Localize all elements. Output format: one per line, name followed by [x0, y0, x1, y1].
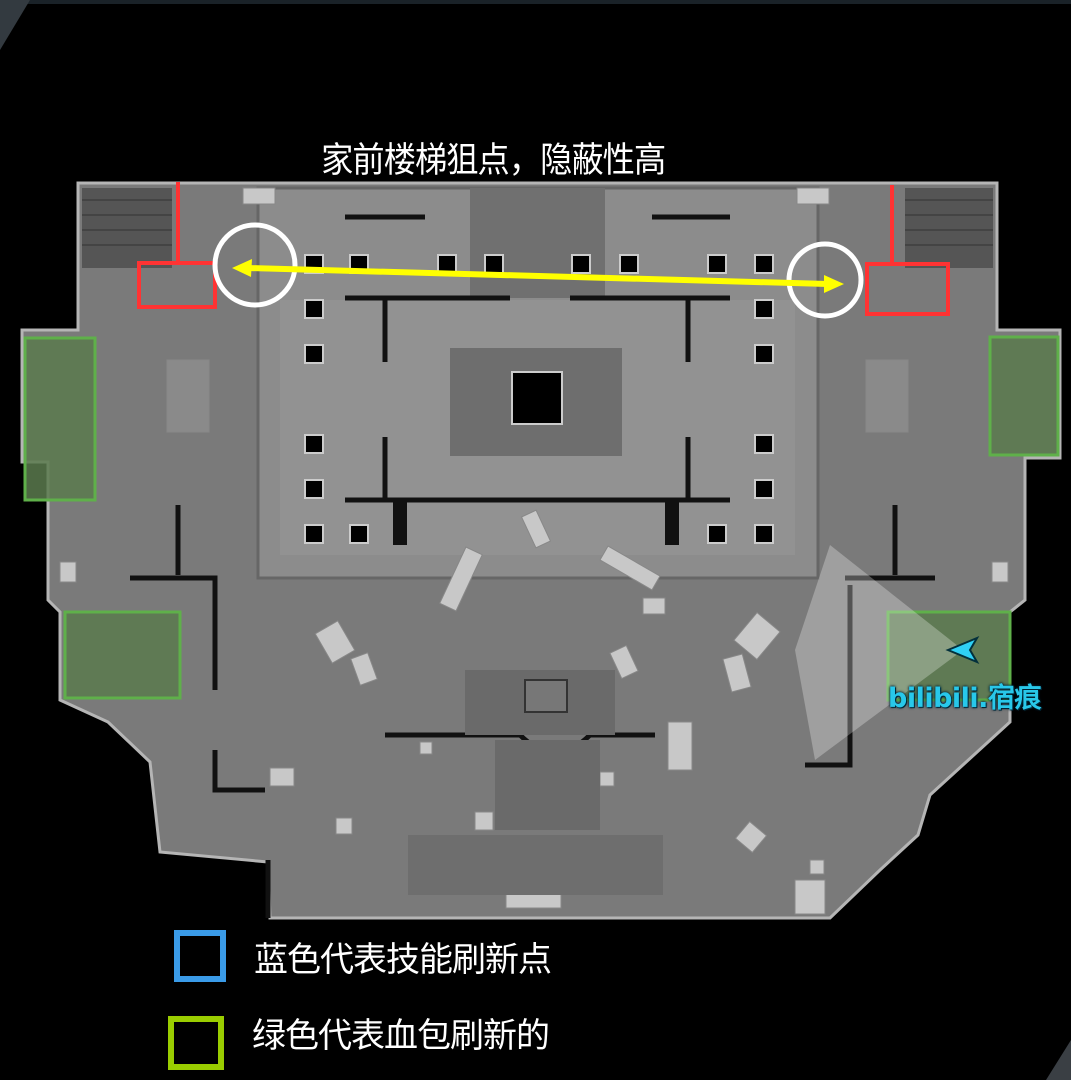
stairs-left: [82, 188, 172, 268]
sniper-spot-annotations: [137, 182, 950, 316]
pillars: [304, 254, 774, 544]
legend-item-health: 绿色代表血包刷新的: [168, 994, 550, 1070]
legend-label: 蓝色代表技能刷新点: [254, 939, 552, 980]
player-name-label: bilibili.宿痕: [888, 683, 1041, 714]
top-hud-strip: [0, 0, 1071, 4]
south-building: [495, 740, 600, 830]
stairs-right: [905, 188, 993, 268]
sightline-arrow: [232, 259, 844, 293]
center-corridor: [470, 188, 605, 298]
health-pack-zones: [23, 335, 1060, 702]
health-zone-west-lower: [63, 610, 182, 700]
center-pillar: [511, 371, 563, 425]
props: [59, 187, 1009, 915]
hud-corner-decoration: [0, 0, 30, 50]
sniper-position-west: [212, 222, 298, 308]
legend-label: 绿色代表血包刷新的: [252, 1015, 550, 1056]
legend-swatch-green: [168, 1016, 224, 1070]
health-zone-west-upper: [23, 336, 97, 502]
player-view-cone: [795, 545, 963, 760]
sniper-spot-east: [865, 262, 950, 316]
health-zone-east-lower: [886, 610, 1012, 702]
health-zone-east-upper: [988, 335, 1060, 457]
sniper-spot-west: [137, 261, 217, 309]
annotation-title: 家前楼梯狙点，隐蔽性高: [321, 141, 666, 181]
hud-corner-decoration: [1046, 1040, 1071, 1080]
legend-swatch-blue: [174, 930, 226, 982]
legend-item-skill: 蓝色代表技能刷新点: [174, 930, 552, 982]
south-gate: [408, 835, 663, 895]
player-arrow-icon: [945, 635, 980, 665]
